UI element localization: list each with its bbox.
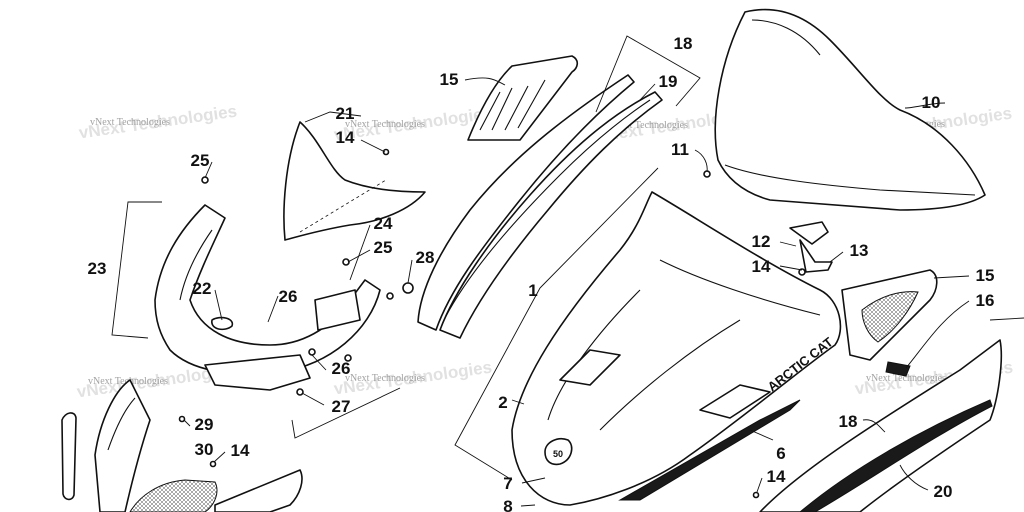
- callout-c14d: 14: [767, 467, 786, 486]
- callout-c16: 16: [976, 291, 995, 310]
- watermark-text: vNext Technologies: [345, 373, 425, 384]
- windshield-part-10: [714, 8, 986, 211]
- callout-c29: 29: [195, 415, 214, 434]
- bracket-1: [454, 167, 659, 481]
- leader-lines: [183, 77, 970, 507]
- bracket-23: [111, 201, 162, 339]
- callout-c25b: 25: [374, 238, 393, 257]
- watermark-text: vNext Technologies: [608, 120, 688, 131]
- callout-c30: 30: [195, 440, 214, 459]
- callout-c21: 21: [336, 104, 355, 123]
- callout-c14c: 14: [231, 441, 250, 460]
- callout-c1: 1: [528, 281, 537, 300]
- edge-line: [989, 317, 1024, 321]
- side-rail-part-20: [759, 339, 1003, 512]
- watermark-text: vNext Technologies: [345, 119, 425, 130]
- fasteners: [178, 148, 760, 499]
- callout-c14a: 14: [336, 128, 355, 147]
- callout-c27: 27: [332, 397, 351, 416]
- callout-c6: 6: [776, 444, 785, 463]
- callout-c11: 11: [671, 140, 689, 159]
- nose-part-21: [283, 121, 426, 241]
- callout-c8: 8: [503, 497, 512, 512]
- callout-c26a: 26: [279, 287, 298, 306]
- bracket-27: [291, 387, 401, 439]
- callout-c7: 7: [503, 474, 512, 493]
- callout-c18b: 18: [839, 412, 858, 431]
- windshield-hardware: [703, 170, 833, 276]
- watermark-text: vNext Technologies: [866, 373, 946, 384]
- lower-left-parts: [61, 379, 303, 512]
- vent-part-15-top: [467, 55, 579, 141]
- callout-c24: 24: [374, 214, 393, 233]
- callout-c28: 28: [416, 248, 435, 267]
- callout-c13: 13: [850, 241, 869, 260]
- vent-part-15-right: [841, 269, 938, 377]
- callout-c18a: 18: [674, 34, 693, 53]
- callout-c22: 22: [193, 279, 212, 298]
- hood-badge-text: 50: [553, 449, 563, 459]
- callout-c26b: 26: [332, 359, 351, 378]
- callout-c12: 12: [752, 232, 771, 251]
- callout-c20: 20: [934, 482, 953, 501]
- callout-c19: 19: [659, 72, 678, 91]
- watermark-text: vNext Technologies: [90, 117, 170, 128]
- callout-c2: 2: [498, 393, 507, 412]
- bracket-18-top: [595, 35, 701, 113]
- callout-c25a: 25: [191, 151, 210, 170]
- callout-c15a: 15: [440, 70, 459, 89]
- callout-c10: 10: [922, 93, 941, 112]
- callout-c14b: 14: [752, 257, 771, 276]
- nose-part-23: [154, 204, 381, 391]
- callout-c23: 23: [88, 259, 107, 278]
- side-rail-part-18: [417, 74, 663, 339]
- hood-part-1: [511, 191, 842, 506]
- callout-c15b: 15: [976, 266, 995, 285]
